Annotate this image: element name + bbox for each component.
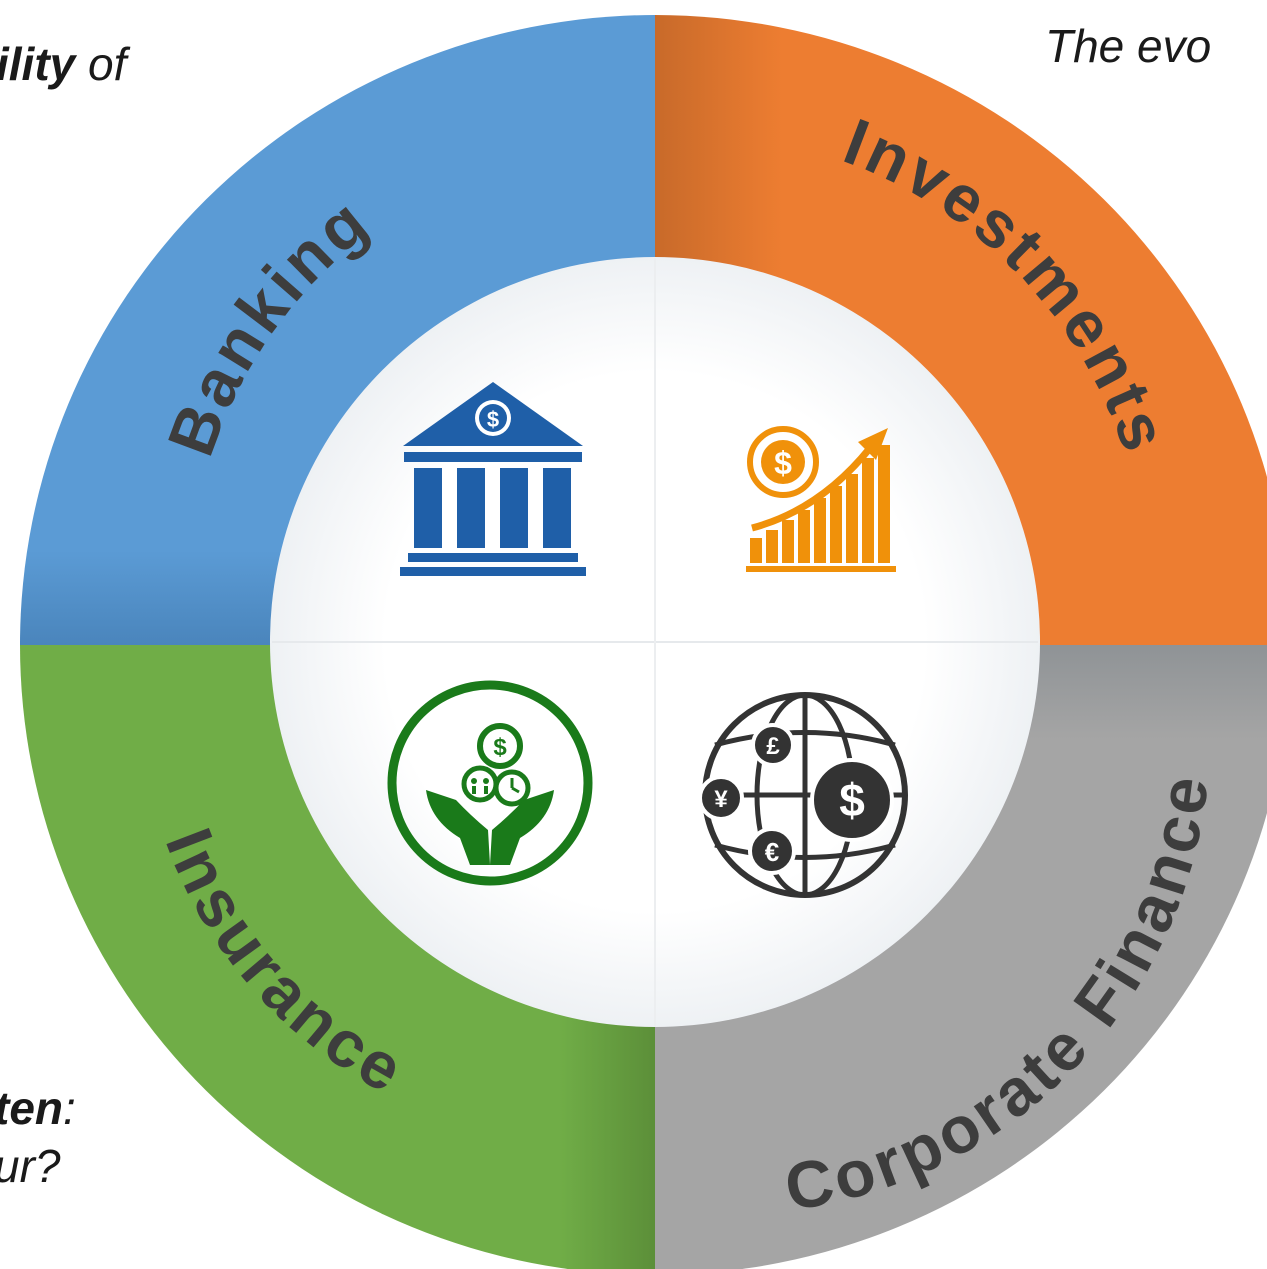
text-fragment-bottom-left-line2: ur?	[0, 1140, 61, 1192]
svg-text:$: $	[493, 734, 507, 761]
svg-text:$: $	[839, 774, 865, 826]
insurance-hands-icon: $	[387, 680, 593, 886]
bank-icon: $	[400, 382, 586, 576]
svg-text:£: £	[766, 733, 780, 760]
text-fragment-bottom-left: ten:	[0, 1082, 76, 1134]
svg-text:$: $	[487, 407, 499, 432]
svg-text:¥: ¥	[714, 786, 728, 813]
text-fragment-top-left: ility of	[0, 38, 127, 90]
svg-text:$: $	[774, 445, 792, 481]
growth-chart-icon: $	[746, 426, 896, 572]
text-fragment-top-right: The evo	[1045, 20, 1212, 72]
svg-text:€: €	[765, 837, 779, 867]
global-currency-icon: £ ¥ € $	[698, 692, 908, 898]
